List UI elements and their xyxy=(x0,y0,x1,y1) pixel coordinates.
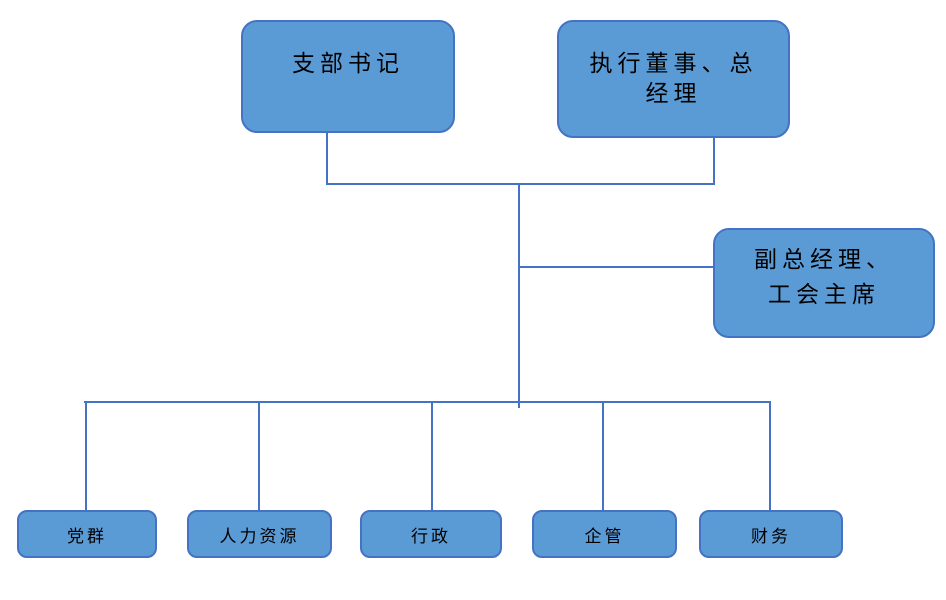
node-label: 企管 xyxy=(584,526,625,547)
node-label: 财务 xyxy=(751,526,791,547)
node-label-line1: 执行董事、总 xyxy=(589,51,758,77)
node-label: 党群 xyxy=(67,526,107,547)
connector-human-resources-drop xyxy=(258,401,260,510)
node-label: 行政 xyxy=(411,526,451,547)
connector-center-trunk xyxy=(518,183,520,408)
node-label-line1: 副总经理、 xyxy=(754,247,894,273)
connector-enterprise-management-drop xyxy=(602,401,604,510)
connector-branch-secretary-drop xyxy=(326,133,328,185)
org-node-enterprise-management: 企管 xyxy=(532,510,677,558)
org-node-administration: 行政 xyxy=(360,510,502,558)
org-node-finance: 财务 xyxy=(699,510,843,558)
org-node-executive-director-gm: 执行董事、总 经理 xyxy=(557,20,790,138)
connector-top-horizontal xyxy=(326,183,715,185)
node-label: 人力资源 xyxy=(219,526,300,547)
org-node-deputy-gm-union-chairman: 副总经理、 工会主席 xyxy=(713,228,935,338)
org-node-branch-secretary: 支部书记 xyxy=(241,20,455,133)
connector-deputy-gm-branch xyxy=(519,266,713,268)
node-label-line2: 工会主席 xyxy=(768,282,880,308)
connector-distributor-horizontal xyxy=(84,401,771,403)
connector-administration-drop xyxy=(431,401,433,510)
connector-executive-director-drop xyxy=(713,138,715,185)
org-node-human-resources: 人力资源 xyxy=(187,510,332,558)
node-label-line2: 经理 xyxy=(645,81,702,107)
node-label: 支部书记 xyxy=(292,51,404,77)
connector-party-masses-drop xyxy=(85,401,87,510)
org-node-party-masses: 党群 xyxy=(17,510,157,558)
connector-finance-drop xyxy=(769,401,771,510)
